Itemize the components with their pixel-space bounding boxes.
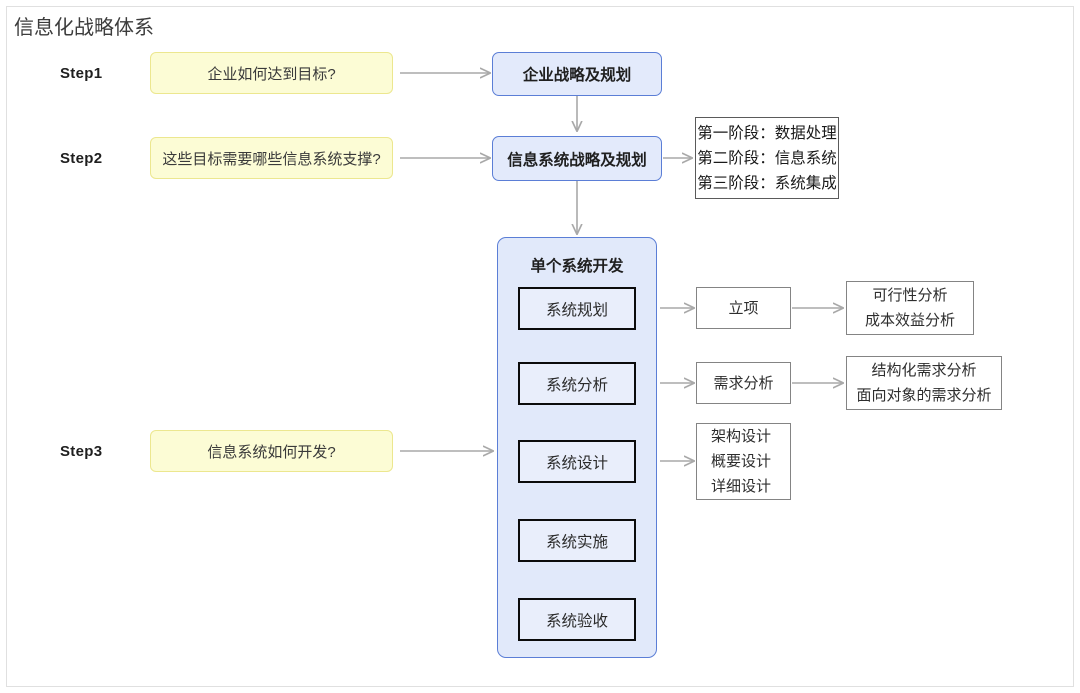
subdetail-box-requirements-text: 结构化需求分析 面向对象的需求分析 [856,362,992,404]
detail-box-requirement-analysis[interactable]: 需求分析 [696,362,791,404]
strategy-box-enterprise[interactable]: 企业战略及规划 [492,52,662,96]
subdetail-box-requirements: 结构化需求分析 面向对象的需求分析 [846,356,1002,410]
phases-box-text: 第一阶段：数据处理 第二阶段：信息系统 第三阶段：系统集成 [697,124,837,192]
stage-box-system-implementation[interactable]: 系统实施 [518,519,636,562]
stage-box-system-acceptance[interactable]: 系统验收 [518,598,636,641]
stage-box-system-planning[interactable]: 系统规划 [518,287,636,330]
stage-box-system-design[interactable]: 系统设计 [518,440,636,483]
page-title: 信息化战略体系 [14,17,154,39]
step-label-3: Step3 [60,443,103,460]
subdetail-box-feasibility: 可行性分析 成本效益分析 [846,281,974,335]
step-label-1: Step1 [60,65,103,82]
question-box-step1[interactable]: 企业如何达到目标? [150,52,393,94]
detail-box-design-breakdown-text: 架构设计 概要设计 详细设计 [711,428,772,495]
stage-box-system-analysis[interactable]: 系统分析 [518,362,636,405]
step-label-2: Step2 [60,150,103,167]
detail-box-project-initiation[interactable]: 立项 [696,287,791,329]
question-box-step2[interactable]: 这些目标需要哪些信息系统支撑? [150,137,393,179]
question-box-step3[interactable]: 信息系统如何开发? [150,430,393,472]
detail-box-design-breakdown[interactable]: 架构设计 概要设计 详细设计 [696,423,791,500]
subdetail-box-feasibility-text: 可行性分析 成本效益分析 [864,287,955,329]
phases-box: 第一阶段：数据处理 第二阶段：信息系统 第三阶段：系统集成 [695,117,839,199]
container-title: 单个系统开发 [530,258,624,275]
strategy-box-information-system[interactable]: 信息系统战略及规划 [492,136,662,181]
